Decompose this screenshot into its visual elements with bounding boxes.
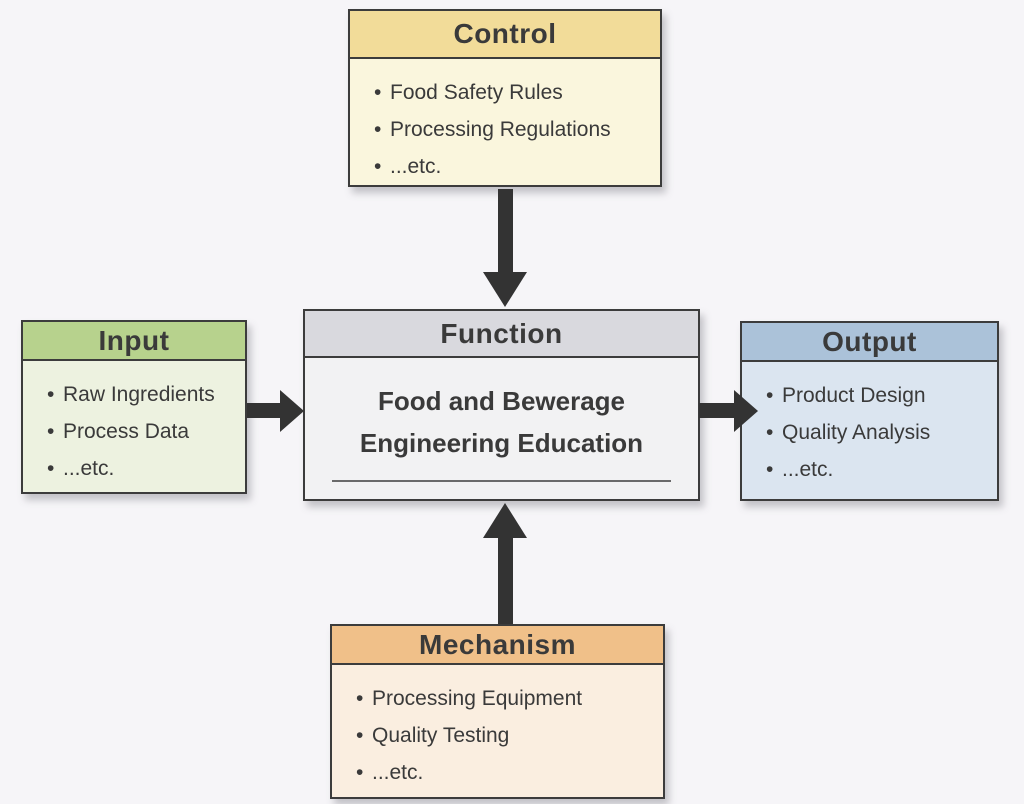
bullet-icon: • xyxy=(766,458,774,481)
mechanism-box-title: Mechanism xyxy=(332,626,663,665)
list-item-label: ...etc. xyxy=(390,155,442,178)
function-description: Food and Bewerage Engineering Education xyxy=(305,380,698,464)
arrow-up-icon xyxy=(483,503,527,624)
bullet-icon: • xyxy=(356,724,364,747)
bullet-icon: • xyxy=(356,761,364,784)
mechanism-box-items: • Processing Equipment • Quality Testing… xyxy=(332,665,663,786)
input-box-body: • Raw Ingredients • Process Data • ...et… xyxy=(23,361,245,493)
mechanism-box: Mechanism • Processing Equipment • Quali… xyxy=(330,624,665,799)
arrow-right-icon xyxy=(247,389,304,432)
list-item: • Quality Testing xyxy=(356,723,657,749)
list-item-label: Raw Ingredients xyxy=(63,383,215,406)
output-box-title: Output xyxy=(742,323,997,362)
arrow-right-icon xyxy=(699,389,758,432)
control-box-items: • Food Safety Rules • Processing Regulat… xyxy=(350,59,660,180)
list-item: • Product Design xyxy=(766,383,991,409)
arrow-head xyxy=(483,503,527,538)
list-item-label: Processing Equipment xyxy=(372,687,583,710)
list-item: • Processing Equipment xyxy=(356,686,657,712)
list-item: • Quality Analysis xyxy=(766,420,991,446)
arrow-shaft xyxy=(497,189,513,272)
bullet-icon: • xyxy=(356,687,364,710)
list-item-label: Process Data xyxy=(63,420,190,443)
list-item-label: Quality Testing xyxy=(372,724,510,747)
list-item-label: Food Safety Rules xyxy=(390,81,563,104)
bullet-icon: • xyxy=(374,81,382,104)
function-box: Function Food and Bewerage Engineering E… xyxy=(303,309,700,501)
function-box-body: Food and Bewerage Engineering Education xyxy=(305,358,698,499)
bullet-icon: • xyxy=(766,384,774,407)
output-box-items: • Product Design • Quality Analysis • ..… xyxy=(742,362,997,483)
list-item: • ...etc. xyxy=(47,456,239,482)
input-box-items: • Raw Ingredients • Process Data • ...et… xyxy=(23,361,245,482)
list-item: • Food Safety Rules xyxy=(374,80,654,106)
list-item: • ...etc. xyxy=(356,760,657,786)
function-description-line: Engineering Education xyxy=(359,428,644,458)
bullet-icon: • xyxy=(374,118,382,141)
list-item: • ...etc. xyxy=(374,154,654,180)
list-item-label: ...etc. xyxy=(372,761,424,784)
list-item-label: Quality Analysis xyxy=(782,421,931,444)
bullet-icon: • xyxy=(47,383,55,406)
arrow-head xyxy=(280,389,304,432)
bullet-icon: • xyxy=(766,421,774,444)
list-item: • Raw Ingredients xyxy=(47,382,239,408)
mechanism-box-body: • Processing Equipment • Quality Testing… xyxy=(332,665,663,797)
input-box: Input • Raw Ingredients • Process Data •… xyxy=(21,320,247,494)
control-box: Control • Food Safety Rules • Processing… xyxy=(348,9,662,187)
list-item: • Processing Regulations xyxy=(374,117,654,143)
arrow-down-icon xyxy=(483,189,527,307)
arrow-head xyxy=(734,389,758,432)
list-item-label: Product Design xyxy=(782,384,926,407)
list-item-label: ...etc. xyxy=(782,458,834,481)
list-item: • Process Data xyxy=(47,419,239,445)
output-box: Output • Product Design • Quality Analys… xyxy=(740,321,999,501)
function-box-title: Function xyxy=(305,311,698,358)
list-item-label: Processing Regulations xyxy=(390,118,611,141)
arrow-head xyxy=(483,272,527,307)
function-description-line: Food and Bewerage xyxy=(377,386,626,416)
list-item: • ...etc. xyxy=(766,457,991,483)
list-item-label: ...etc. xyxy=(63,457,115,480)
arrow-shaft xyxy=(497,538,513,624)
arrow-shaft xyxy=(699,403,734,418)
control-box-title: Control xyxy=(350,11,660,59)
control-box-body: • Food Safety Rules • Processing Regulat… xyxy=(350,59,660,191)
bullet-icon: • xyxy=(47,420,55,443)
bullet-icon: • xyxy=(374,155,382,178)
bullet-icon: • xyxy=(47,457,55,480)
function-underline xyxy=(332,480,671,482)
arrow-shaft xyxy=(247,403,280,418)
input-box-title: Input xyxy=(23,322,245,361)
output-box-body: • Product Design • Quality Analysis • ..… xyxy=(742,362,997,499)
